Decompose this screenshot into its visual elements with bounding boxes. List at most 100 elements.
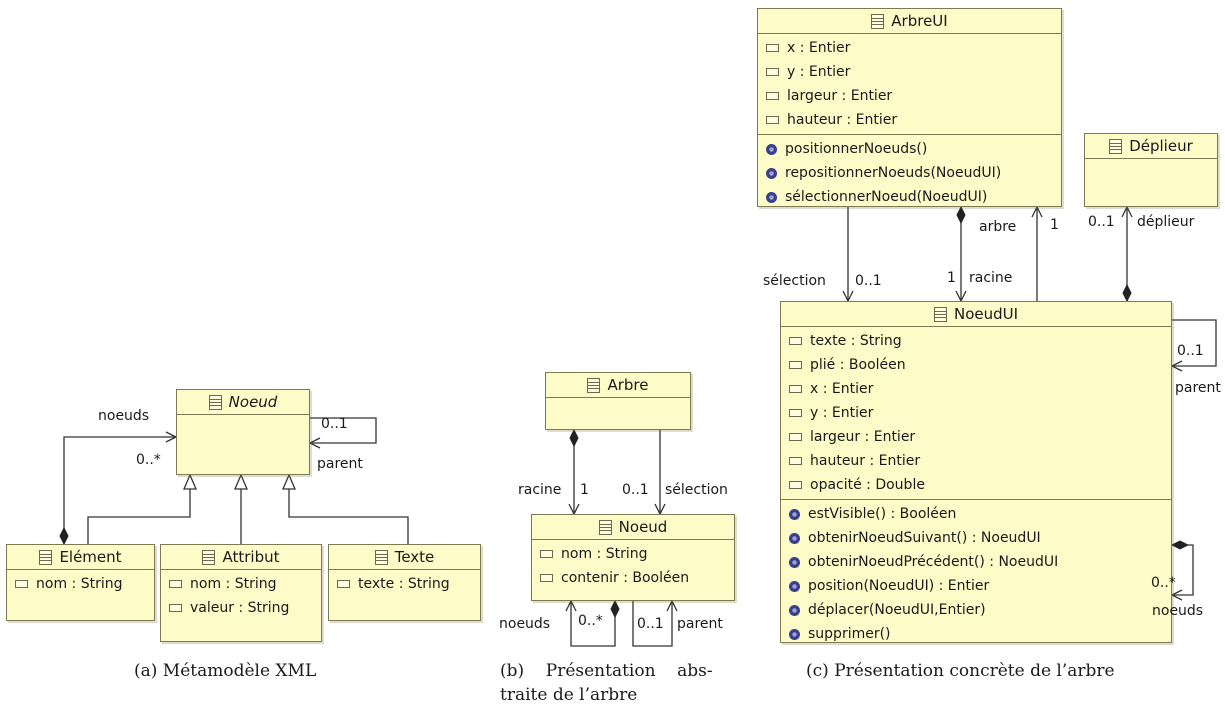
caption-a: (a) Métamodèle XML — [134, 661, 317, 681]
element-generalization — [87, 475, 190, 544]
attribute: x : Entier — [787, 40, 851, 56]
class-name: Noeud — [618, 518, 668, 536]
operation: repositionnerNoeuds(NoeudUI) — [785, 165, 1002, 181]
class-icon — [39, 550, 53, 565]
attribute-icon — [789, 433, 802, 441]
attribute-icon — [766, 116, 779, 124]
class-noeud: Noeud nom : String contenir : Booléen — [531, 514, 735, 601]
class-name: Déplieur — [1129, 137, 1193, 155]
parent-self-association-b — [632, 601, 672, 647]
attribute: opacité : Double — [810, 477, 925, 493]
attribute-icon — [766, 44, 779, 52]
class-name: Attribut — [222, 548, 280, 566]
attribute-icon — [789, 385, 802, 393]
attribute-icon — [169, 604, 182, 612]
attribute-icon — [766, 92, 779, 100]
role-arbre: arbre — [979, 219, 1017, 235]
attribute: largeur : Entier — [787, 88, 893, 104]
caption-c: (c) Présentation concrète de l’arbre — [806, 661, 1115, 681]
attribute: nom : String — [561, 546, 648, 562]
texte-generalization — [289, 475, 409, 544]
mult-racine: 1 — [947, 270, 956, 286]
attribute-icon — [789, 457, 802, 465]
mult-parent: 0..1 — [321, 416, 348, 432]
class-name: ArbreUI — [891, 12, 948, 30]
mult-noeuds: 0..* — [1151, 575, 1176, 591]
operation: supprimer() — [808, 626, 891, 642]
class-arbre: Arbre — [545, 372, 691, 430]
operation: sélectionnerNoeud(NoeudUI) — [785, 189, 988, 205]
class-name: Texte — [394, 548, 435, 566]
class-noeud-abstract: Noeud — [176, 389, 310, 475]
class-name: Elément — [59, 548, 122, 566]
class-element: Elément nom : String — [6, 544, 155, 621]
operation-icon — [766, 143, 777, 155]
class-texte: Texte texte : String — [328, 544, 481, 621]
mult-selection: 0..1 — [622, 482, 649, 498]
operation-icon — [789, 604, 800, 616]
class-name: Arbre — [607, 376, 649, 394]
attribute: plié : Booléen — [810, 357, 906, 373]
parent-self-association-c — [1172, 319, 1217, 366]
mult-parent: 0..1 — [1177, 343, 1204, 359]
caption-b-line2: traite de l’arbre — [500, 685, 638, 705]
attribute-icon — [337, 580, 350, 588]
role-racine: racine — [518, 482, 562, 498]
class-icon — [374, 550, 388, 565]
role-racine: racine — [969, 270, 1013, 286]
attribute-icon — [789, 409, 802, 417]
class-icon — [202, 550, 216, 565]
noeuds-association — [64, 437, 176, 544]
class-attribut: Attribut nom : String valeur : String — [160, 544, 322, 642]
attribute-icon — [169, 580, 182, 588]
role-parent: parent — [1175, 380, 1221, 396]
class-icon — [933, 307, 947, 322]
attribute-icon — [15, 580, 28, 588]
attribute: y : Entier — [787, 64, 851, 80]
noeuds-self-association-c — [1172, 545, 1194, 595]
parent-self-association — [310, 417, 377, 443]
attribute: texte : String — [358, 576, 450, 592]
attribute: hauteur : Entier — [787, 112, 898, 128]
attribute: nom : String — [190, 576, 277, 592]
operation: position(NoeudUI) : Entier — [808, 578, 990, 594]
attribute: largeur : Entier — [810, 429, 916, 445]
attribute-icon — [540, 550, 553, 558]
role-noeuds: noeuds — [1152, 603, 1204, 619]
operation-icon — [766, 191, 777, 203]
mult-noeuds: 0..* — [136, 452, 161, 468]
class-icon — [587, 378, 601, 393]
operation: obtenirNoeudPrécédent() : NoeudUI — [808, 554, 1059, 570]
operation: déplacer(NoeudUI,Entier) — [808, 602, 986, 618]
attribute-icon — [766, 68, 779, 76]
attribute: valeur : String — [190, 600, 290, 616]
mult-arbre: 1 — [1050, 217, 1059, 233]
operation-icon — [789, 508, 800, 520]
mult-noeuds: 0..* — [578, 613, 603, 629]
operation-icon — [789, 556, 800, 568]
role-deplieur: déplieur — [1137, 214, 1195, 230]
operation: positionnerNoeuds() — [785, 141, 928, 157]
attribute-icon — [789, 481, 802, 489]
class-name: Noeud — [228, 393, 278, 411]
operation-icon — [766, 167, 777, 179]
operation: estVisible() : Booléen — [808, 506, 957, 522]
class-icon — [208, 395, 222, 410]
role-parent: parent — [677, 616, 723, 632]
attribute: x : Entier — [810, 381, 874, 397]
role-selection: sélection — [665, 482, 728, 498]
role-selection: sélection — [763, 273, 826, 289]
mult-racine: 1 — [580, 482, 589, 498]
attribute: nom : String — [36, 576, 123, 592]
mult-selection: 0..1 — [855, 273, 882, 289]
attribute: hauteur : Entier — [810, 453, 921, 469]
class-icon — [1109, 139, 1123, 154]
attribute: y : Entier — [810, 405, 874, 421]
role-noeuds: noeuds — [499, 616, 551, 632]
role-noeuds: noeuds — [98, 408, 150, 424]
caption-b-line1: (b) Présentation abs- — [500, 661, 713, 681]
class-name: NoeudUI — [953, 305, 1019, 323]
operation-icon — [789, 532, 800, 544]
mult-deplieur: 0..1 — [1088, 214, 1115, 230]
